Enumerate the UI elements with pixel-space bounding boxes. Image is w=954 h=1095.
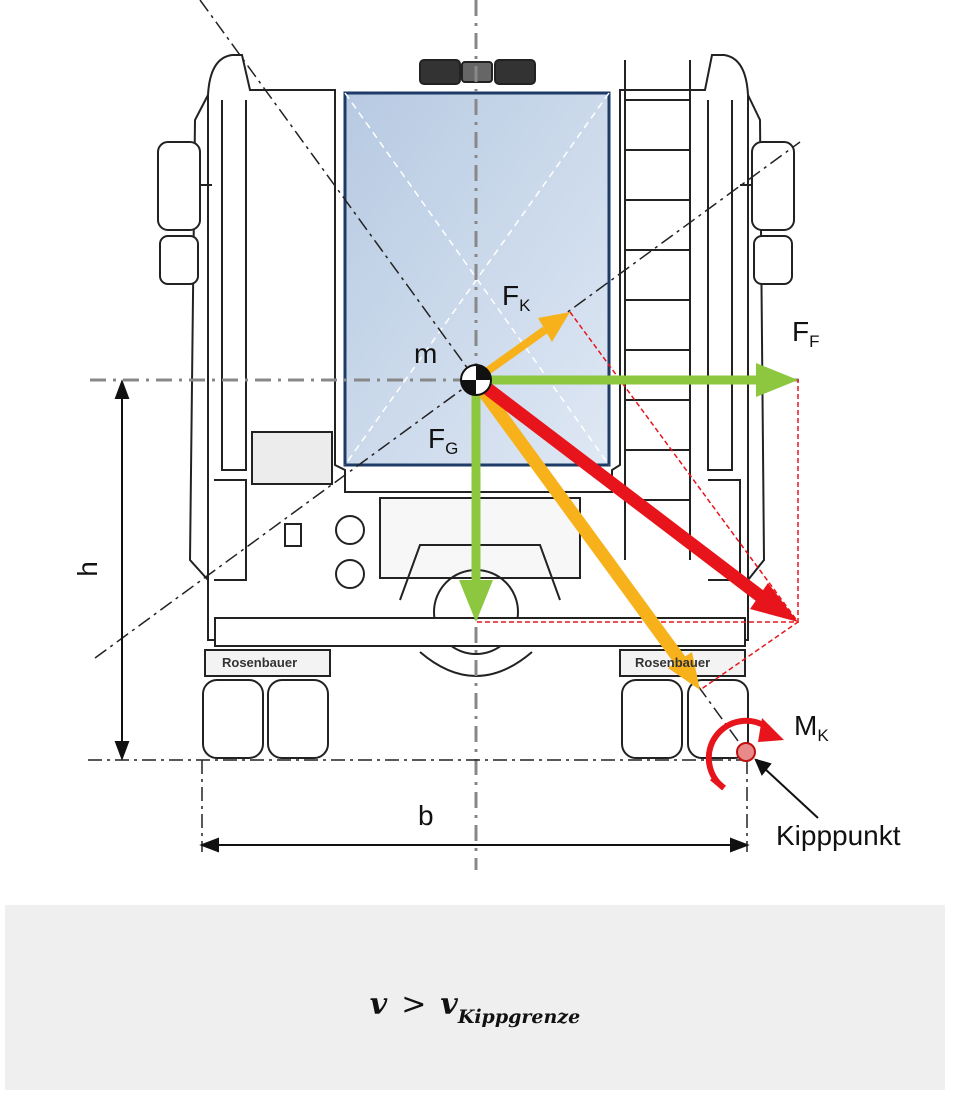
formula-panel: v>vKippgrenze: [5, 905, 945, 1090]
tilting-force-label: FK: [502, 280, 531, 315]
gravity-force-arrow: [459, 388, 493, 622]
center-of-mass-icon: [460, 364, 492, 396]
height-dimension: [114, 379, 130, 761]
centrifugal-force-label-main: F: [792, 316, 810, 347]
formula-lhs: v: [369, 987, 388, 1022]
centrifugal-force-arrow: [484, 363, 798, 397]
tipping-moment-icon: [705, 717, 784, 791]
tipping-moment-label-sub: K: [817, 726, 829, 745]
centrifugal-force-label: FF: [792, 316, 820, 351]
centrifugal-force-label-sub: F: [809, 332, 820, 351]
tilting-force-label-main: F: [502, 280, 520, 311]
tipping-point-marker: [736, 742, 756, 762]
width-label: b: [418, 800, 434, 831]
formula-rhs-subscript: Kippgrenze: [457, 1006, 581, 1028]
truck-rear-diagram: Rosenbauer Rosenbauer: [88, 0, 819, 870]
tilting-force-arrow: [479, 312, 570, 379]
tipping-point-label: Kipppunkt: [776, 820, 901, 851]
tipping-moment-label-main: M: [794, 710, 818, 741]
gravity-force-label: FG: [428, 423, 459, 458]
resultant-force-arrow: [480, 380, 798, 622]
formula-rhs: v: [440, 987, 458, 1022]
diagonal-line-1: [199, 0, 477, 381]
brand-logo-left: Rosenbauer: [222, 655, 297, 670]
mass-label: m: [414, 338, 438, 369]
tilting-force-label-sub: K: [519, 296, 531, 315]
tipping-point-pointer: [754, 758, 819, 819]
height-label: h: [71, 561, 103, 577]
tilting-component-arrow: [478, 388, 700, 690]
formula-operator: >: [401, 987, 427, 1022]
width-dimension: [199, 837, 750, 853]
tipping-condition-formula: v>vKippgrenze: [5, 987, 945, 1028]
gravity-force-label-sub: G: [445, 439, 459, 458]
tipping-moment-label: MK: [794, 710, 829, 745]
gravity-force-label-main: F: [428, 423, 446, 454]
diagonal-line-2: [94, 141, 801, 659]
brand-logo-right: Rosenbauer: [635, 655, 710, 670]
